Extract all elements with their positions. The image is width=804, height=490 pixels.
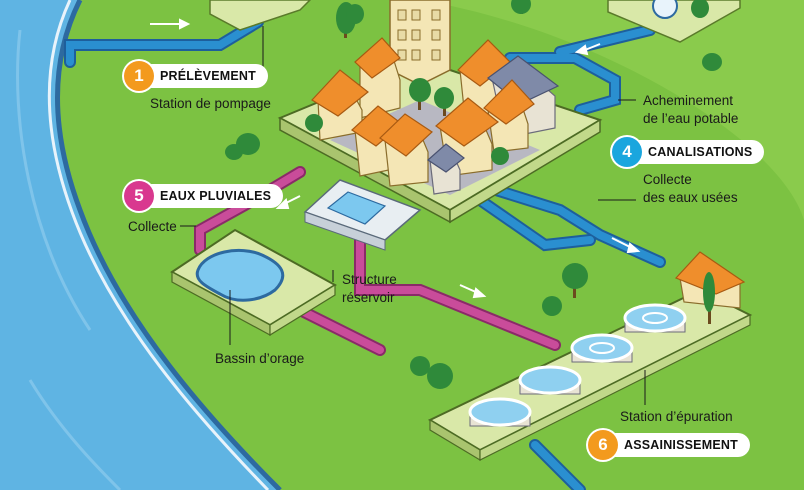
basin-platform-side: [269, 283, 336, 337]
rain-collection-label: Collecte: [128, 219, 177, 234]
house: [427, 143, 465, 195]
wastewater-label: Collecte des eaux usées: [643, 172, 738, 205]
step-5-label: EAUX PLUVIALES: [140, 184, 284, 208]
pumping-station-platform: [209, 0, 312, 31]
tank: [518, 365, 582, 395]
step-1-label: PRÉLÈVEMENT: [140, 64, 268, 88]
tree: [491, 147, 509, 165]
treatment-tanks: [468, 303, 687, 427]
river-ripple: [28, 379, 122, 490]
step-1-badge: 1 PRÉLÈVEMENT: [124, 61, 268, 91]
tree: [703, 272, 715, 324]
tank: [570, 333, 634, 363]
trees: [225, 0, 722, 389]
potable-water-label: Acheminement de l’eau potable: [643, 93, 739, 126]
river-bank: [55, 0, 282, 490]
step-6-badge: 6 ASSAINISSEMENT: [588, 430, 750, 460]
step-6-number: 6: [588, 430, 618, 460]
tree: [305, 114, 323, 132]
tank: [623, 303, 687, 333]
pumping-station-label: Station de pompage: [150, 96, 271, 111]
treatment-platform-side: [479, 314, 751, 461]
reservoir-water: [326, 191, 387, 225]
tree: [434, 87, 454, 116]
tree: [511, 0, 531, 14]
town-platform-side: [449, 118, 601, 224]
tree: [562, 263, 588, 298]
river-edge-highlight: [47, 0, 270, 490]
house: [483, 79, 535, 153]
tank: [468, 397, 532, 427]
step-4-badge: 4 CANALISATIONS: [612, 137, 765, 167]
tower-windows: [397, 9, 441, 61]
storm-basin-water: [195, 248, 285, 302]
step-5-number: 5: [124, 181, 154, 211]
step-4-label: CANALISATIONS: [628, 140, 765, 164]
step-1-number: 1: [124, 61, 154, 91]
reservoir-wall: [304, 211, 386, 251]
tree: [409, 78, 431, 110]
step-4-number: 4: [612, 137, 642, 167]
step-5-badge: 5 EAUX PLUVIALES: [124, 181, 284, 211]
tree: [542, 296, 562, 316]
step-6-label: ASSAINISSEMENT: [604, 433, 750, 457]
river: [0, 0, 280, 490]
tank-icon: [652, 0, 678, 19]
houses: [311, 37, 560, 195]
tree: [225, 144, 243, 160]
tree: [702, 53, 722, 71]
house: [379, 113, 433, 187]
reservoir-label: Structure réservoir: [342, 272, 397, 305]
house: [354, 37, 401, 119]
tree: [691, 0, 709, 18]
flow-arrows: [150, 18, 641, 299]
river-ripple: [16, 29, 92, 331]
tree: [427, 363, 453, 389]
tree: [346, 4, 364, 24]
house: [311, 69, 369, 141]
treatment-station-label: Station d’épuration: [620, 409, 733, 424]
storm-basin-label: Bassin d’orage: [215, 351, 305, 366]
tree: [410, 356, 430, 376]
